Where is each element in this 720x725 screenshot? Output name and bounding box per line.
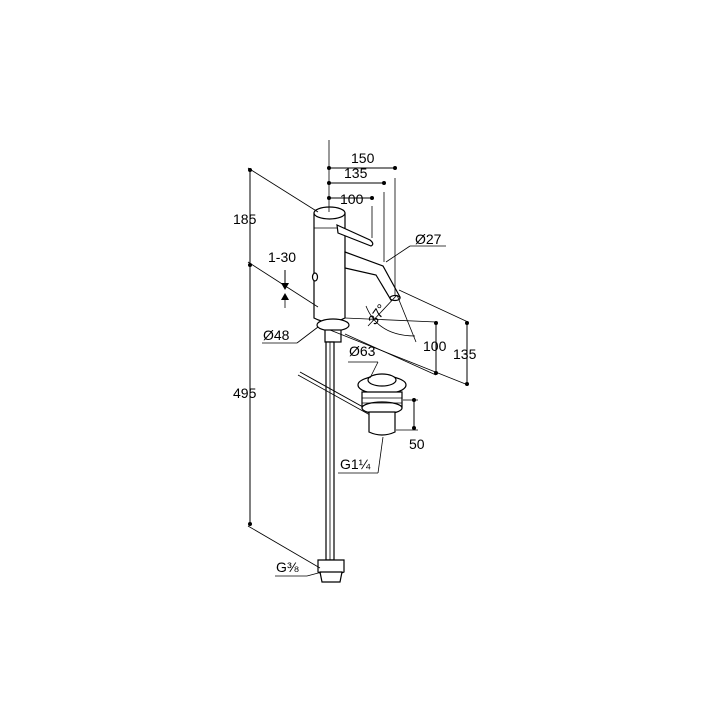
thread-g3-8-label: G⅜ (276, 559, 299, 575)
dim-50-label: 50 (409, 436, 425, 452)
dim-185-label: 185 (233, 211, 257, 227)
faucet-top-cap (313, 206, 346, 220)
dim-100-top-label: 100 (340, 191, 364, 207)
dim-495-label: 495 (233, 385, 257, 401)
dim-100-right-label: 100 (423, 338, 447, 354)
dimension-lines (247, 140, 469, 577)
dim-diameter-63-label: Ø63 (349, 343, 376, 359)
faucet-spout (344, 251, 401, 301)
faucet-lever (336, 224, 374, 247)
dim-135-right-label: 135 (453, 346, 477, 362)
dim-diameter-27-label: Ø27 (415, 231, 442, 247)
pop-up-rod (299, 371, 373, 413)
thread-g1-1-4-label: G1¼ (340, 456, 371, 472)
faucet-base-ring (316, 318, 350, 332)
supply-hoses (317, 341, 345, 583)
dim-150-label: 150 (351, 150, 375, 166)
dim-angle-37-label: 37° (365, 301, 390, 328)
dim-1-30-label: 1-30 (268, 249, 296, 265)
drain-valve (357, 373, 407, 436)
dim-135-top-label: 135 (344, 165, 368, 181)
dim-diameter-48-label: Ø48 (263, 327, 290, 343)
faucet (311, 206, 401, 343)
